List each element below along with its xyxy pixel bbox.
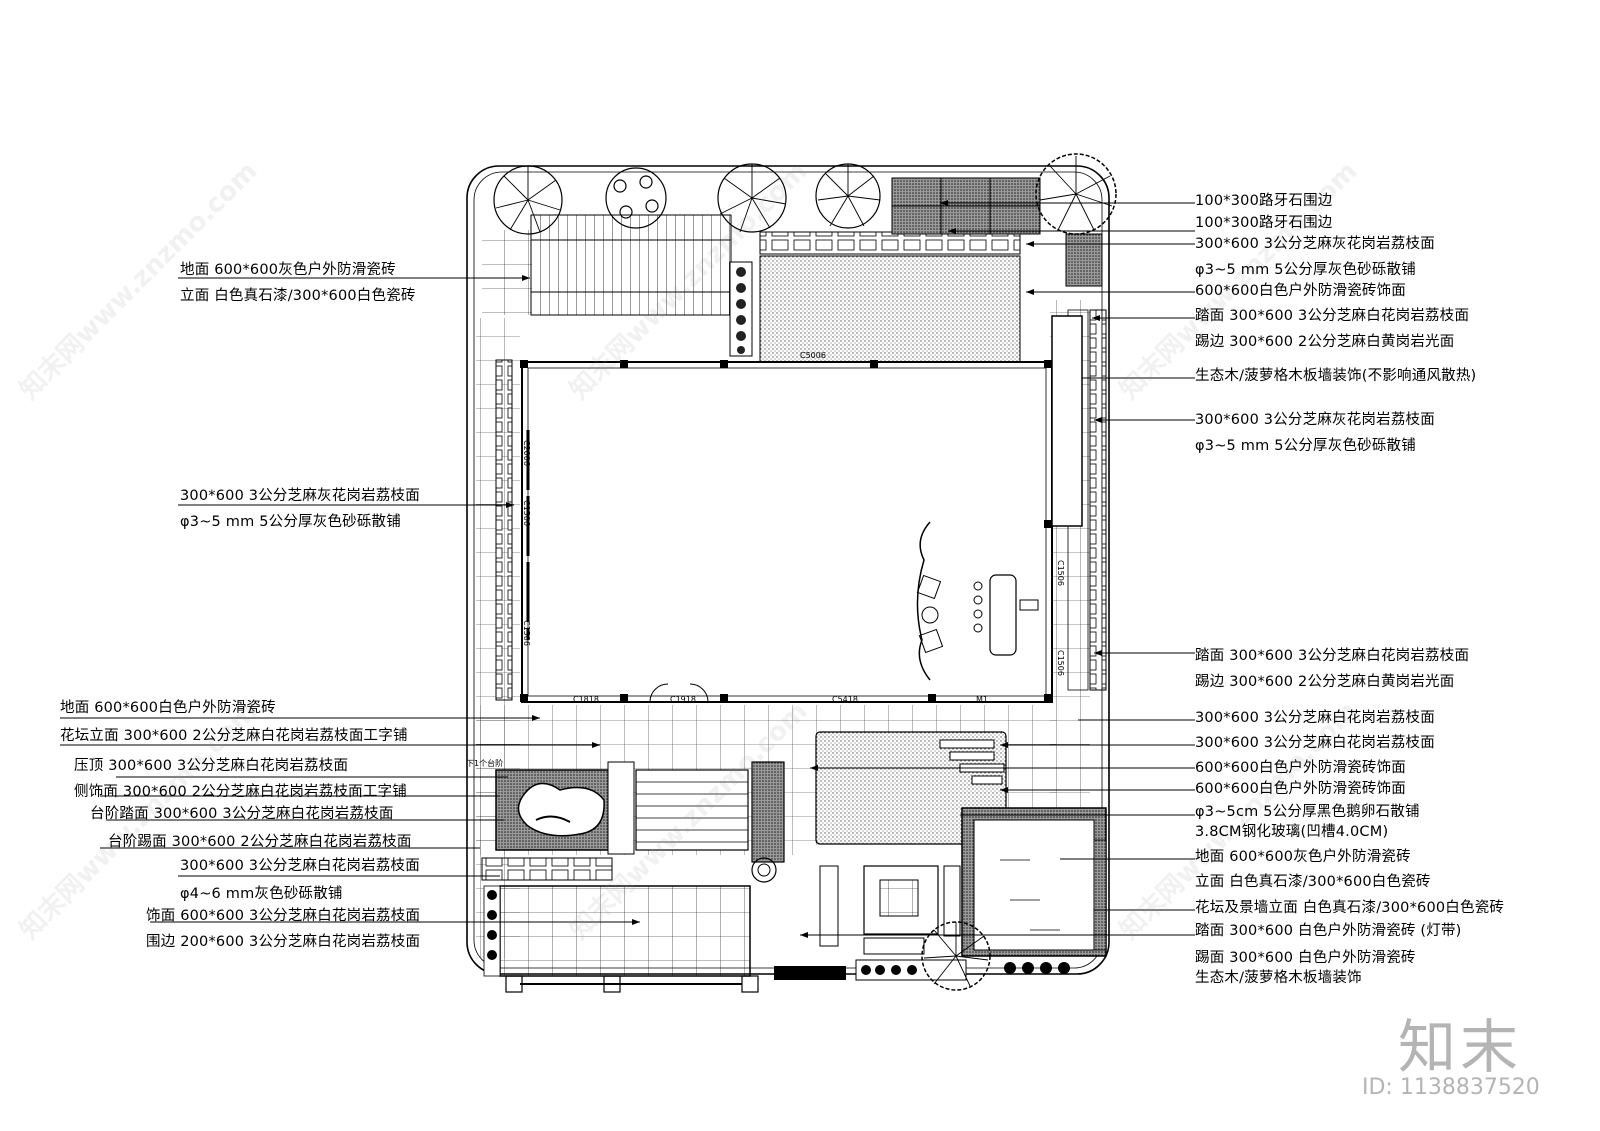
- window-mark-c1506-d: C1506: [1056, 650, 1065, 676]
- annotation-left-2: 立面 白色真石漆/300*600白色瓷砖: [180, 288, 416, 304]
- annotation-left-7: 压顶 300*600 3公分芝麻白花岗岩荔枝面: [74, 758, 349, 774]
- annotation-right-12: 踢边 300*600 2公分芝麻白黄岗岩光面: [1195, 674, 1455, 690]
- annotation-right-9: 300*600 3公分芝麻灰花岗岩荔枝面: [1195, 412, 1435, 428]
- annotation-right-4: φ3~5 mm 5公分厚灰色砂砾散铺: [1195, 262, 1416, 278]
- annotation-right-13: 300*600 3公分芝麻白花岗岩荔枝面: [1195, 710, 1435, 726]
- window-mark-c1506-b: C1506: [522, 620, 531, 646]
- annotation-right-3: 300*600 3公分芝麻灰花岗岩荔枝面: [1195, 236, 1435, 252]
- annotation-right-17: φ3~5cm 5公分厚黑色鹅卵石散铺: [1195, 804, 1420, 820]
- annotation-right-14: 300*600 3公分芝麻白花岗岩荔枝面: [1195, 735, 1435, 751]
- annotation-right-8: 生态木/菠萝格木板墙装饰(不影响通风散热): [1195, 368, 1477, 384]
- annotation-right-22: 踏面 300*600 白色户外防滑瓷砖 (灯带): [1195, 923, 1462, 939]
- window-mark-c2006: C2006: [522, 440, 531, 466]
- brand-logo: 知末: [1398, 1013, 1523, 1081]
- annotation-left-13: 饰面 600*600 3公分芝麻白花岗岩荔枝面: [146, 908, 421, 924]
- annotation-left-11: 300*600 3公分芝麻白花岗岩荔枝面: [180, 858, 420, 874]
- annotation-right-6: 踏面 300*600 3公分芝麻白花岗岩荔枝面: [1195, 308, 1470, 324]
- annotation-left-12: φ4~6 mm灰色砂砾散铺: [180, 886, 343, 902]
- annotation-left-3: 300*600 3公分芝麻灰花岗岩荔枝面: [180, 488, 420, 504]
- annotation-left-10: 台阶踢面 300*600 2公分芝麻白花岗岩荔枝面: [108, 834, 412, 850]
- annotation-right-24: 生态木/菠萝格木板墙装饰: [1195, 970, 1362, 986]
- annotation-right-2: 100*300路牙石围边: [1195, 215, 1333, 231]
- annotation-left-5: 地面 600*600白色户外防滑瓷砖: [60, 700, 276, 716]
- door-mark-m1: M1: [976, 695, 988, 704]
- window-mark-c1506-a: C1506: [522, 500, 531, 526]
- annotation-right-20: 立面 白色真石漆/300*600白色瓷砖: [1195, 874, 1431, 890]
- annotation-right-11: 踏面 300*600 3公分芝麻白花岗岩荔枝面: [1195, 648, 1470, 664]
- annotation-left-1: 地面 600*600灰色户外防滑瓷砖: [180, 262, 396, 278]
- annotation-right-7: 踢边 300*600 2公分芝麻白黄岗岩光面: [1195, 334, 1455, 350]
- annotation-right-18: 3.8CM钢化玻璃(凹槽4.0CM): [1195, 824, 1389, 840]
- annotation-right-15: 600*600白色户外防滑瓷砖饰面: [1195, 760, 1407, 776]
- step-note: 下1个台阶: [466, 758, 503, 768]
- annotation-right-23: 踢面 300*600 白色户外防滑瓷砖: [1195, 950, 1416, 966]
- annotation-left-6: 花坛立面 300*600 2公分芝麻白花岗岩荔枝面工字铺: [60, 728, 408, 744]
- annotation-left-9: 台阶踏面 300*600 3公分芝麻白花岗岩荔枝面: [90, 806, 394, 822]
- annotation-right-1: 100*300路牙石围边: [1195, 193, 1333, 209]
- image-id-text: ID: 1138837520: [1362, 1075, 1540, 1100]
- annotation-right-16: 600*600白色户外防滑瓷砖饰面: [1195, 781, 1407, 797]
- annotation-right-5: 600*600白色户外防滑瓷砖饰面: [1195, 283, 1407, 299]
- window-mark-c5006: C5006: [800, 351, 826, 360]
- annotation-right-21: 花坛及景墙立面 白色真石漆/300*600白色瓷砖: [1195, 900, 1505, 916]
- annotation-left-8: 侧饰面 300*600 2公分芝麻白花岗岩荔枝面工字铺: [74, 784, 407, 800]
- annotation-left-14: 围边 200*600 3公分芝麻白花岗岩荔枝面: [146, 934, 421, 950]
- window-mark-c1818: C1818: [573, 695, 599, 704]
- annotation-left-4: φ3~5 mm 5公分厚灰色砂砾散铺: [180, 514, 401, 530]
- annotation-right-19: 地面 600*600灰色户外防滑瓷砖: [1195, 849, 1411, 865]
- window-mark-c1918: C1918: [670, 695, 696, 704]
- window-mark-c1506-c: C1506: [1056, 560, 1065, 586]
- annotation-right-10: φ3~5 mm 5公分厚灰色砂砾散铺: [1195, 438, 1416, 454]
- window-mark-c5418: C5418: [832, 695, 858, 704]
